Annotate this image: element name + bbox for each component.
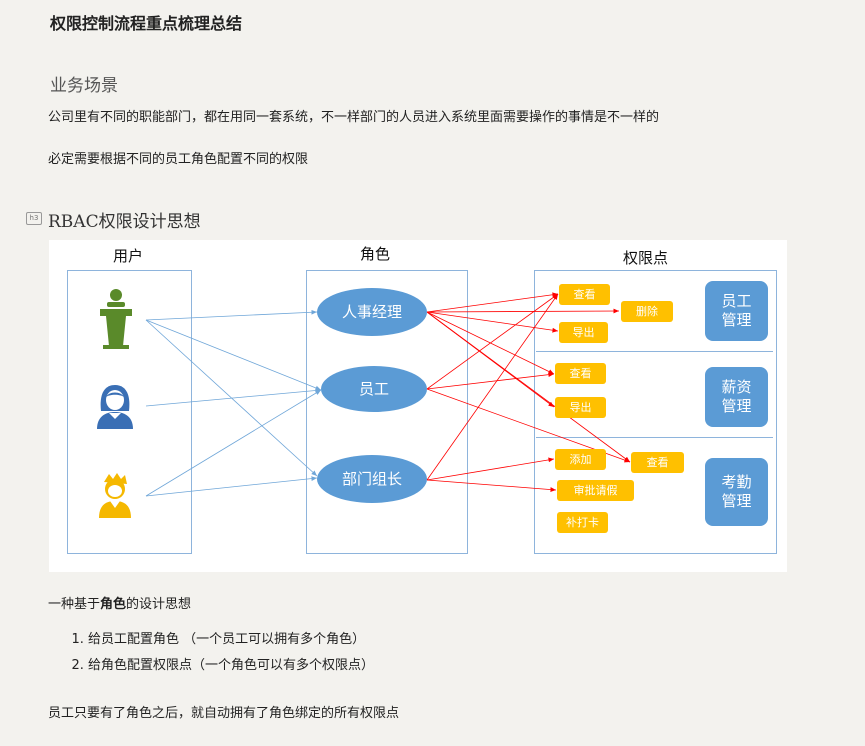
connection-lines xyxy=(145,292,631,497)
roles-column-box xyxy=(306,270,468,554)
user-podium-icon xyxy=(100,289,132,349)
module-staff-management: 员工 管理 xyxy=(705,281,768,341)
perm-attendance-view: 查看 xyxy=(631,452,684,473)
role-hr-manager: 人事经理 xyxy=(317,288,427,336)
perm-staff-view: 查看 xyxy=(559,284,610,305)
user-man-icon xyxy=(99,473,131,518)
module-salary-management: 薪资 管理 xyxy=(705,367,768,427)
section-heading-rbac: RBAC权限设计思想 xyxy=(48,212,201,232)
permissions-column-box xyxy=(534,270,777,554)
permissions-group-divider xyxy=(536,351,773,352)
permissions-group-divider xyxy=(536,437,773,438)
role-employee: 员工 xyxy=(321,366,427,412)
summary-sentence: 一种基于角色的设计思想 xyxy=(48,593,191,612)
summary-suffix: 的设计思想 xyxy=(126,597,192,612)
scene-paragraph-2: 必定需要根据不同的员工角色配置不同的权限 xyxy=(48,152,309,167)
page-title: 权限控制流程重点梳理总结 xyxy=(50,14,243,33)
conclusion-paragraph: 员工只要有了角色之后，就自动拥有了角色绑定的所有权限点 xyxy=(48,706,400,721)
heading-level-marker-icon: h3 xyxy=(26,212,42,225)
scene-paragraph-1: 公司里有不同的职能部门，都在用同一套系统，不一样部门的人员进入系统里面需要操作的… xyxy=(48,110,660,125)
perm-attendance-punch: 补打卡 xyxy=(557,512,608,533)
column-heading-users: 用户 xyxy=(113,247,144,265)
rbac-diagram: 用户 角色 权限点 xyxy=(49,240,787,572)
perm-salary-export: 导出 xyxy=(555,397,606,418)
perm-staff-delete: 删除 xyxy=(621,301,673,322)
list-item: 给员工配置角色 （一个员工可以拥有多个角色） xyxy=(88,632,374,658)
perm-salary-view: 查看 xyxy=(555,363,606,384)
summary-prefix: 一种基于 xyxy=(48,597,101,612)
summary-bold-keyword: 角色 xyxy=(100,597,127,612)
list-item: 给角色配置权限点（一个角色可以有多个权限点） xyxy=(88,658,374,684)
steps-list: 给员工配置角色 （一个员工可以拥有多个角色） 给角色配置权限点（一个角色可以有多… xyxy=(70,632,374,684)
perm-attendance-add: 添加 xyxy=(555,449,606,470)
role-team-leader: 部门组长 xyxy=(317,455,427,503)
perm-staff-export: 导出 xyxy=(559,322,608,343)
column-heading-permissions: 权限点 xyxy=(623,249,669,267)
perm-attendance-approve-leave: 审批请假 xyxy=(557,480,634,501)
users-column-box xyxy=(67,270,192,554)
section-heading-scene: 业务场景 xyxy=(50,76,118,96)
column-heading-roles: 角色 xyxy=(360,245,391,263)
module-attendance-management: 考勤 管理 xyxy=(705,458,768,526)
user-woman-icon xyxy=(97,385,133,429)
